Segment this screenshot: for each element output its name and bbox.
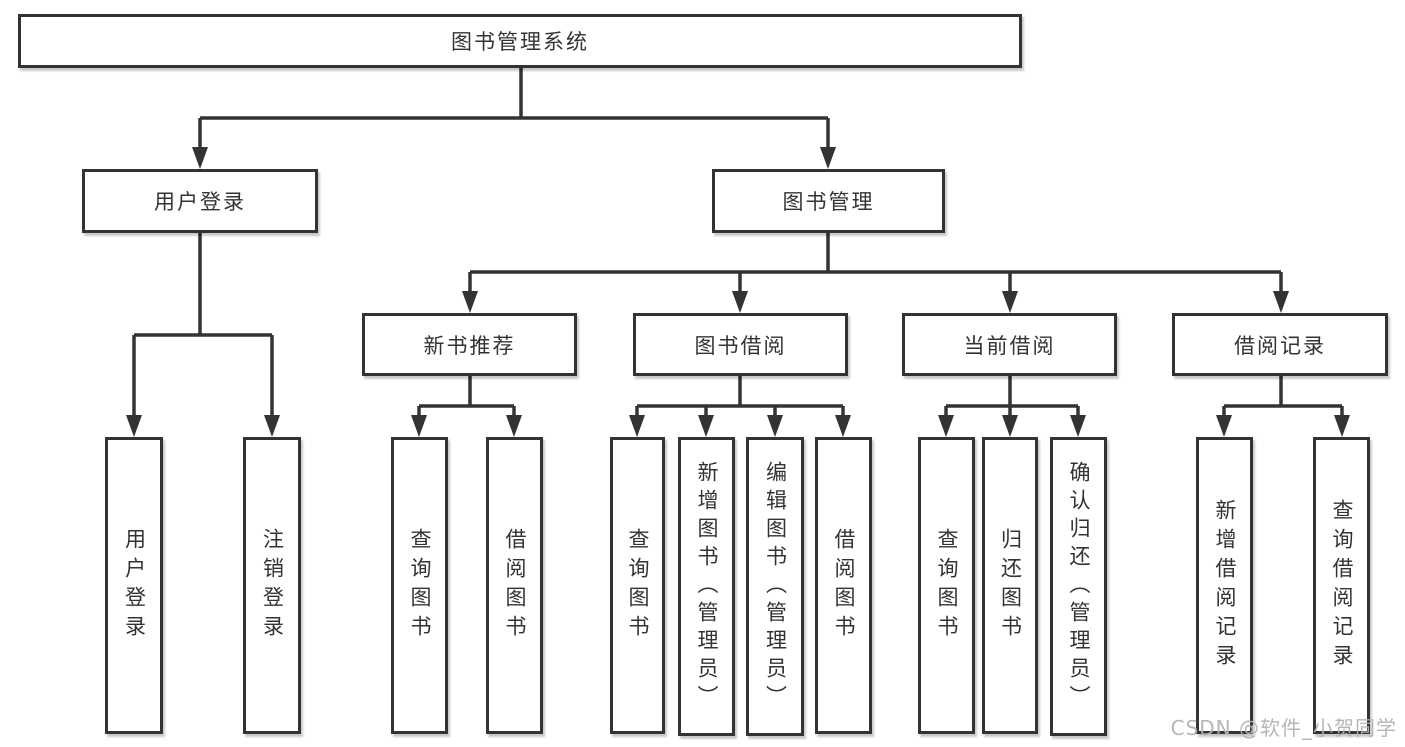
node-borrow-records: 借阅记录 [1172,313,1388,376]
node-label: 确认归还（管理员） [1067,460,1091,713]
node-label: 新增图书（管理员） [695,460,719,713]
leaf-query-books-2: 查询图书 [610,437,665,734]
node-label: 图书借阅 [694,333,787,358]
leaf-logout: 注销登录 [243,437,301,734]
arrowhead-icon [1273,291,1289,313]
arrowhead-icon [1334,415,1350,437]
arrowhead-icon [698,415,714,437]
leaf-add-book-admin: 新增图书（管理员） [678,437,735,736]
arrowheads [126,147,1350,437]
node-label: 借阅记录 [1234,333,1326,358]
node-label: 当前借阅 [963,333,1056,358]
node-label: 查询借阅记录 [1330,498,1354,673]
node-label: 用户登录 [122,527,147,644]
node-label: 归还图书 [998,527,1023,644]
leaf-borrow-books-1: 借阅图书 [486,437,543,734]
leaf-borrow-books-2: 借阅图书 [815,437,872,734]
arrowhead-icon [1002,291,1018,313]
leaf-add-borrow-record: 新增借阅记录 [1196,437,1253,734]
connector-path [132,68,1344,420]
node-book-borrowing: 图书借阅 [633,313,848,376]
node-library-management-system: 图书管理系统 [18,14,1022,68]
node-user-login: 用户登录 [82,169,318,233]
node-book-management: 图书管理 [712,169,945,233]
node-label: 借阅图书 [832,527,856,644]
leaf-user-login: 用户登录 [105,437,163,734]
arrowhead-icon [835,415,851,437]
leaf-return-book: 归还图书 [982,437,1038,734]
arrowhead-icon [192,147,208,169]
leaf-query-books-3: 查询图书 [918,437,975,734]
arrowhead-icon [1070,415,1086,437]
node-label: 查询图书 [626,527,650,644]
leaf-query-books-1: 查询图书 [391,437,448,734]
node-new-book-recommend: 新书推荐 [362,313,577,376]
node-label: 注销登录 [260,527,285,644]
arrowhead-icon [264,415,280,437]
arrowhead-icon [411,415,427,437]
arrowhead-icon [126,415,142,437]
node-label: 图书管理 [782,190,875,214]
arrowhead-icon [938,415,954,437]
node-label: 查询图书 [408,527,432,644]
node-label: 图书管理系统 [451,30,589,54]
node-current-borrowing: 当前借阅 [902,313,1117,376]
leaf-query-borrow-record: 查询借阅记录 [1313,437,1370,734]
arrowhead-icon [767,415,783,437]
node-label: 借阅图书 [503,527,527,644]
leaf-edit-book-admin: 编辑图书（管理员） [746,437,804,736]
arrowhead-icon [462,291,478,313]
arrowhead-icon [506,415,522,437]
leaf-confirm-return-admin: 确认归还（管理员） [1050,437,1107,736]
arrowhead-icon [1216,415,1232,437]
node-label: 新增借阅记录 [1213,498,1237,673]
arrowhead-icon [732,291,748,313]
arrowhead-icon [1002,415,1018,437]
node-label: 编辑图书（管理员） [763,460,788,713]
csdn-watermark: CSDN @软件_小贺同学 [1170,716,1397,740]
node-label: 用户登录 [154,190,246,214]
node-label: 查询图书 [935,527,959,644]
node-label: 新书推荐 [423,333,516,358]
arrowhead-icon [820,147,836,169]
arrowhead-icon [629,415,645,437]
